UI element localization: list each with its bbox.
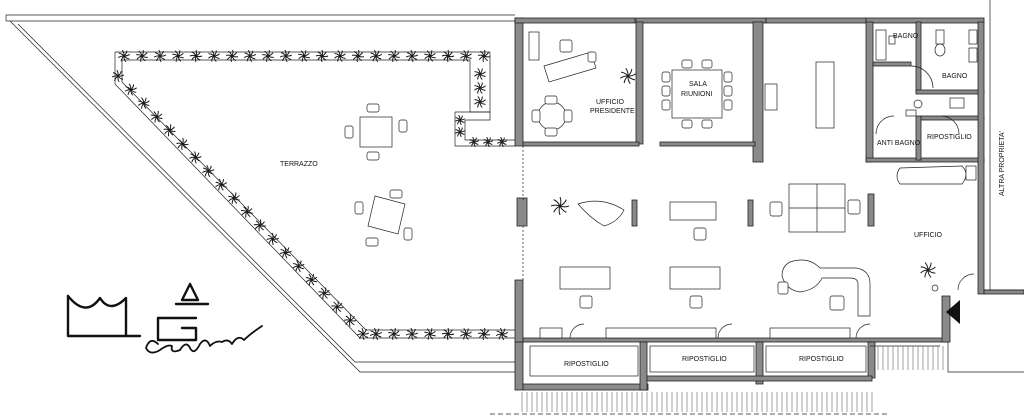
planter-plant bbox=[228, 192, 240, 204]
entrance-arrow-icon bbox=[946, 300, 960, 324]
mg-capirol-logo bbox=[66, 282, 263, 354]
planter-plant bbox=[225, 49, 239, 63]
planter-plant bbox=[424, 328, 436, 340]
room-label-sala-riunioni-1: SALA bbox=[689, 81, 707, 88]
planter-plant bbox=[405, 327, 419, 341]
planter-plant bbox=[189, 151, 202, 164]
annotation-altra-proprieta: ALTRA PROPRIETA' bbox=[999, 131, 1006, 196]
planter-plant bbox=[111, 69, 125, 83]
room-label-bagno-1: BAGNO bbox=[893, 33, 919, 40]
office-plants bbox=[550, 68, 936, 278]
planter-plants bbox=[111, 49, 509, 341]
planter-plant bbox=[266, 232, 279, 246]
room-label-ufficio-presidente-2: PRESIDENTE bbox=[590, 108, 635, 115]
planter-plant bbox=[405, 49, 419, 63]
room-label-bagno-2: BAGNO bbox=[942, 73, 968, 80]
planter-plant bbox=[172, 50, 184, 62]
planter-plant bbox=[460, 50, 472, 62]
planter-plant bbox=[343, 314, 357, 327]
terrace-table-2 bbox=[354, 189, 413, 247]
office-plant bbox=[550, 196, 570, 216]
planter-plant bbox=[117, 49, 131, 63]
planter-plant bbox=[334, 50, 346, 62]
planter-plant bbox=[460, 328, 472, 340]
room-label-ripostiglio-2: RIPOSTIGLIO bbox=[682, 356, 727, 363]
planter-plant bbox=[150, 110, 163, 123]
planter-plant bbox=[468, 136, 480, 148]
room-label-ripostiglio-1: RIPOSTIGLIO bbox=[564, 361, 609, 368]
open-office-furniture bbox=[539, 165, 977, 339]
planter-plant bbox=[474, 96, 486, 108]
planter-plant bbox=[369, 49, 383, 63]
planter-plant bbox=[474, 68, 486, 80]
planter-plant bbox=[495, 327, 509, 341]
top-right-room-furniture bbox=[764, 61, 835, 129]
planter-plant bbox=[279, 246, 292, 259]
storage-rooms bbox=[529, 345, 867, 377]
planter-plant bbox=[388, 50, 400, 62]
exterior-lines bbox=[490, 0, 1024, 415]
planter-plant bbox=[356, 327, 370, 341]
planter-plant bbox=[208, 50, 220, 62]
office-plant bbox=[620, 68, 636, 84]
planter-plant bbox=[292, 260, 305, 273]
room-label-ufficio: UFFICIO bbox=[914, 232, 943, 239]
planter-plant bbox=[279, 49, 293, 63]
terrace-table-1 bbox=[344, 103, 408, 161]
planter-plant bbox=[202, 164, 215, 178]
planter-plant bbox=[124, 83, 137, 96]
planter-plant bbox=[388, 328, 400, 340]
terrace-outline bbox=[5, 14, 520, 373]
room-label-ripostiglio-top: RIPOSTIGLIO bbox=[927, 134, 972, 141]
planter-plant bbox=[153, 49, 167, 63]
planter-plant bbox=[215, 178, 228, 191]
planter-plant bbox=[189, 49, 203, 63]
planter-plant bbox=[477, 49, 491, 63]
planter-plant bbox=[369, 327, 383, 341]
room-label-ufficio-presidente-1: UFFICIO bbox=[596, 99, 625, 106]
room-label-anti-bagno: ANTI BAGNO bbox=[877, 140, 921, 147]
planter-plant bbox=[441, 49, 455, 63]
planter-plant bbox=[262, 50, 274, 62]
president-office-furniture bbox=[528, 31, 597, 137]
planter-plant bbox=[253, 219, 266, 232]
planter-plant bbox=[243, 49, 257, 63]
meeting-table bbox=[661, 59, 733, 129]
planter-plant bbox=[474, 82, 486, 94]
planter-plant bbox=[137, 97, 150, 110]
office-plant bbox=[920, 262, 936, 278]
room-label-terrazzo: TERRAZZO bbox=[280, 161, 318, 168]
planter-plant bbox=[441, 327, 455, 341]
building-walls bbox=[514, 17, 1024, 391]
planter-plant bbox=[298, 50, 310, 62]
planter-plant bbox=[305, 273, 318, 286]
logo-script-capirol bbox=[145, 325, 263, 354]
planter-plant bbox=[331, 300, 344, 313]
planter-plant bbox=[351, 49, 365, 63]
planter-plant bbox=[454, 126, 466, 138]
bathroom-fixtures bbox=[875, 29, 978, 135]
room-label-ripostiglio-3: RIPOSTIGLIO bbox=[799, 356, 844, 363]
exterior-hatching bbox=[521, 346, 944, 412]
planter-plant bbox=[315, 49, 329, 63]
planter-plant bbox=[318, 287, 331, 300]
planter-plant bbox=[454, 114, 466, 126]
planter-plant bbox=[176, 137, 189, 151]
planter-plant bbox=[163, 124, 176, 137]
planter-plant bbox=[424, 50, 436, 62]
room-label-sala-riunioni-2: RIUNIONI bbox=[681, 91, 713, 98]
planter-plant bbox=[136, 50, 148, 62]
planter-plant bbox=[496, 136, 508, 148]
planter-plant bbox=[477, 327, 491, 341]
planter-plant bbox=[482, 136, 494, 148]
planter-plant bbox=[240, 205, 253, 218]
